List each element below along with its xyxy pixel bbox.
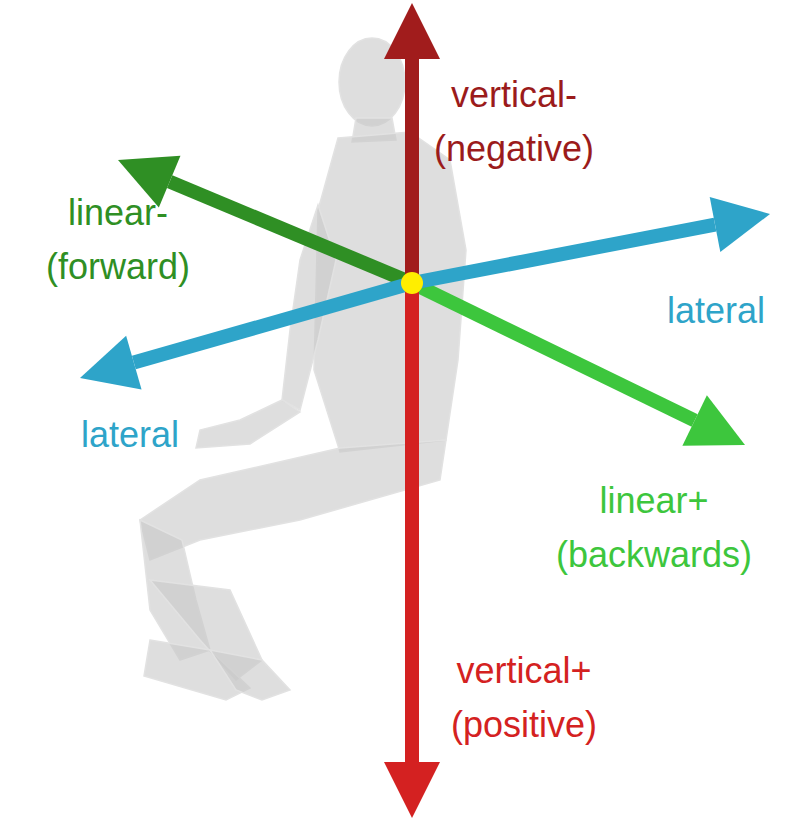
axis-label: lateral xyxy=(81,408,179,462)
vertical-negative-arrow xyxy=(384,3,440,283)
axis-label: lateral xyxy=(667,284,765,338)
axis-label: vertical+ (positive) xyxy=(451,644,597,752)
linear-backward-arrow-shaft xyxy=(409,277,698,427)
vertical-positive-arrow-shaft xyxy=(405,283,419,762)
vertical-positive-arrow xyxy=(384,283,440,818)
lateral-left-arrow-head xyxy=(80,336,142,390)
vertical-negative-arrow-head xyxy=(384,3,440,59)
axis-label: vertical- (negative) xyxy=(434,68,594,176)
lateral-right-arrow-head xyxy=(710,197,770,252)
linear-forward-arrow-shaft xyxy=(167,175,415,289)
lateral-right-arrow-shaft xyxy=(411,218,717,290)
linear-backward-arrow-head xyxy=(682,395,745,445)
vertical-negative-arrow-shaft xyxy=(405,59,419,283)
origin-dot xyxy=(401,272,423,294)
lateral-left-arrow-shaft xyxy=(132,276,414,369)
axis-label: linear+ (backwards) xyxy=(556,474,752,582)
lateral-right-arrow xyxy=(411,197,770,290)
axis-label: linear- (forward) xyxy=(46,186,190,294)
vertical-positive-arrow-head xyxy=(384,762,440,818)
lateral-left-arrow xyxy=(80,276,414,389)
